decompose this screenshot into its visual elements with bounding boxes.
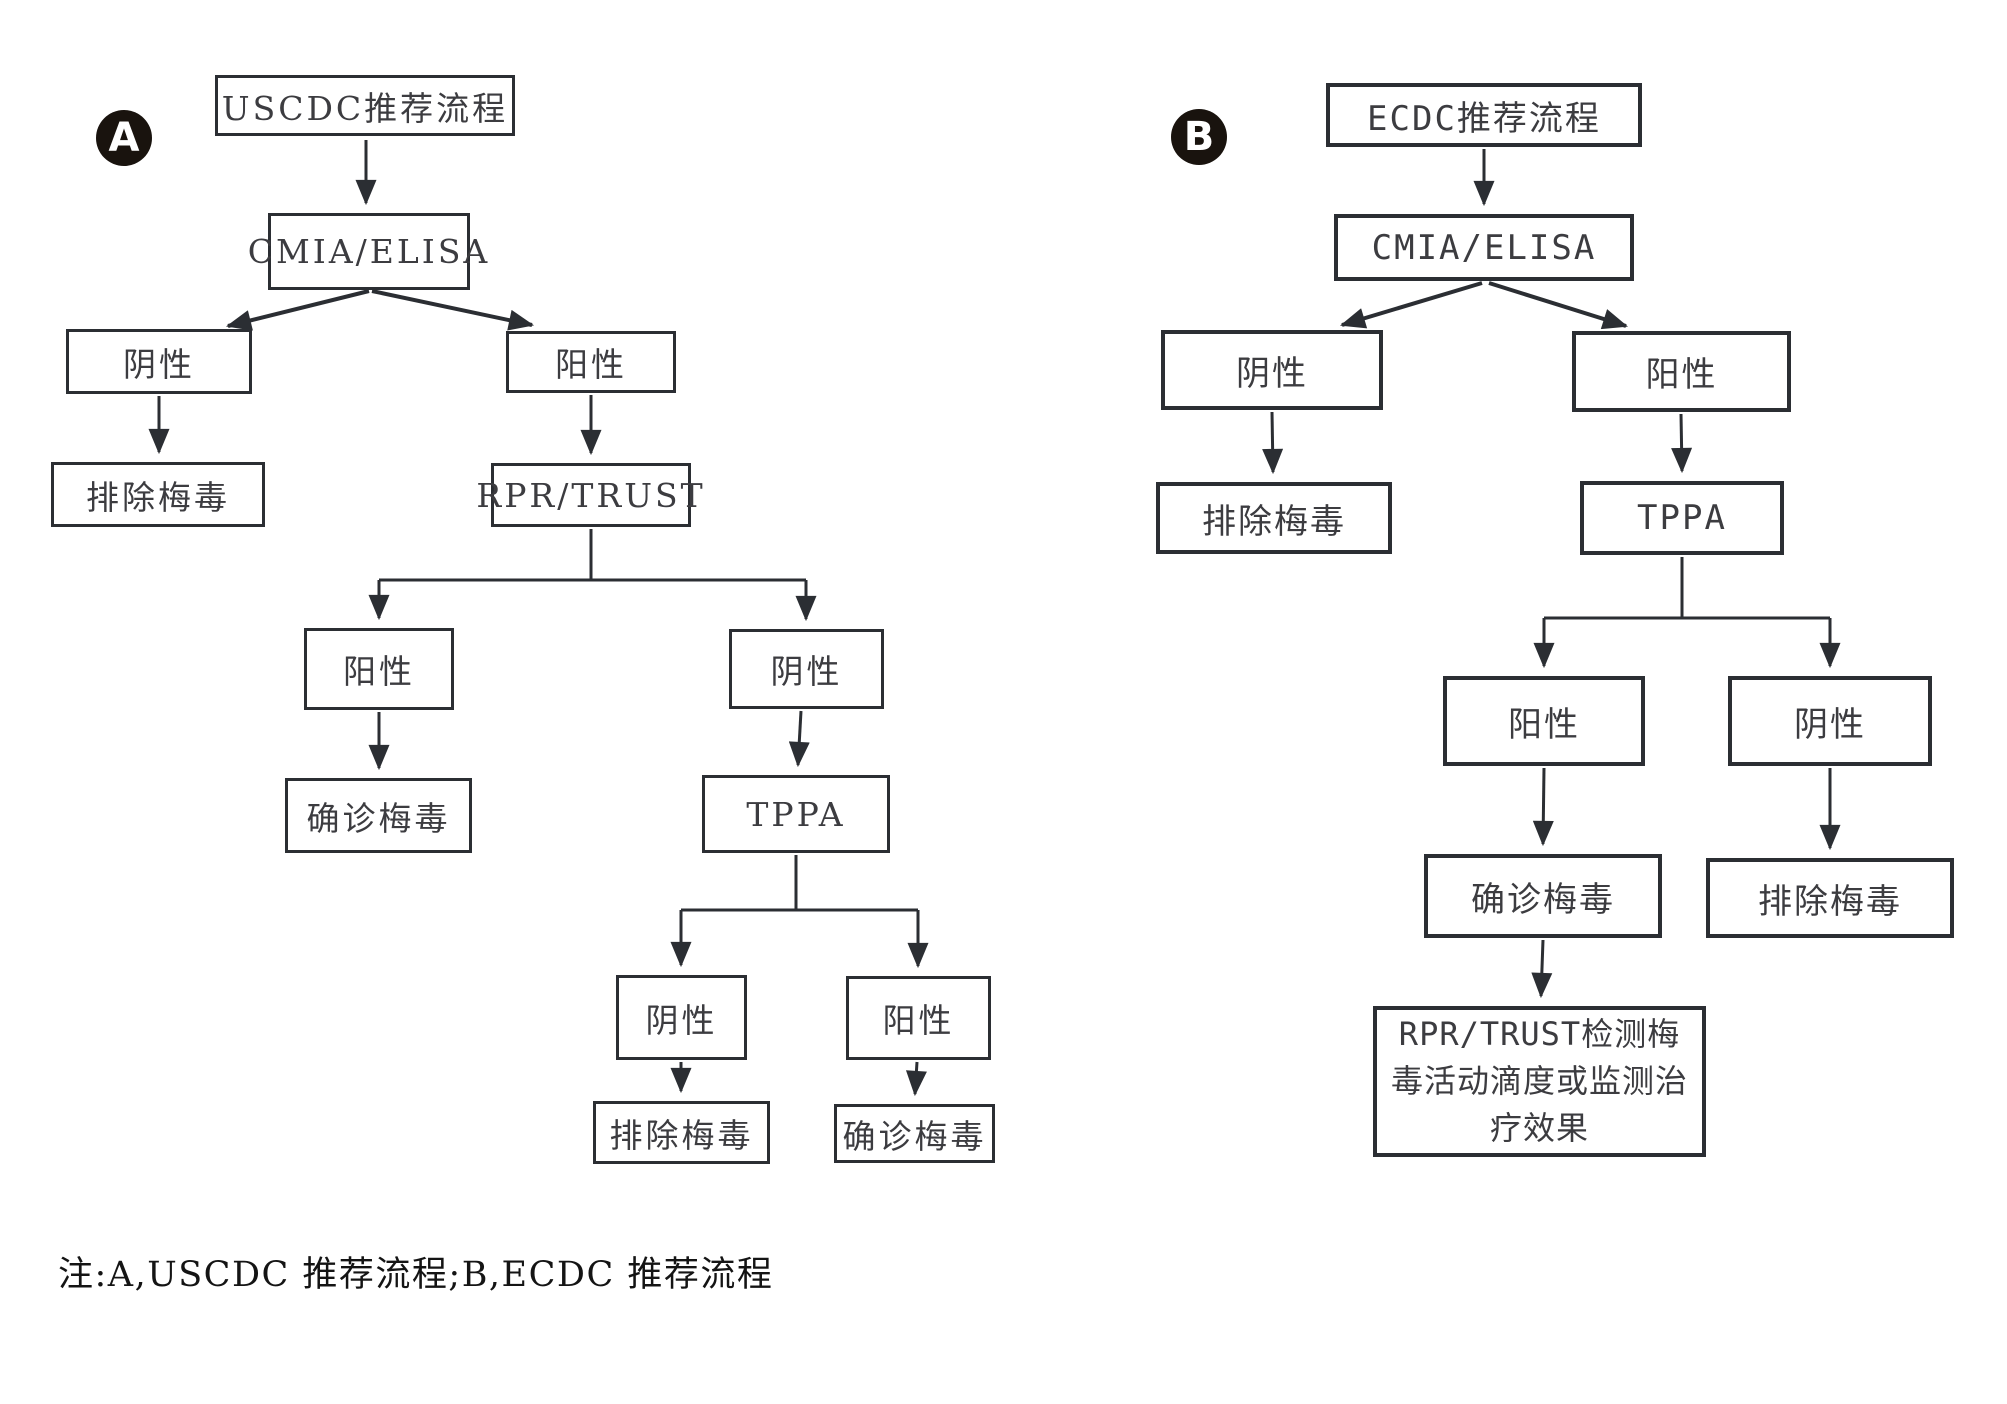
node-a-positive-2: 阳性: [304, 628, 454, 710]
node-b-rpr-monitoring: RPR/TRUST检测梅毒活动滴度或监测治疗效果: [1373, 1006, 1706, 1157]
node-a-confirm-1: 确诊梅毒: [285, 778, 472, 853]
edge-b-positive-tppa: [1671, 413, 1693, 474]
edge-b-positive-confirm: [1532, 767, 1554, 847]
node-b-negative-1: 阴性: [1161, 330, 1383, 410]
node-b-tppa: TPPA: [1580, 481, 1784, 555]
panel-a-badge: A: [96, 110, 152, 166]
edge-b-negative-exclude: [1262, 411, 1284, 475]
node-b-confirm: 确诊梅毒: [1424, 854, 1662, 938]
node-b-negative-2: 阴性: [1728, 676, 1932, 766]
node-a-confirm-2: 确诊梅毒: [834, 1104, 995, 1163]
figure-note: 注:A,USCDC 推荐流程;B,ECDC 推荐流程: [58, 1255, 774, 1295]
node-a-negative-3: 阴性: [616, 975, 747, 1060]
edge-a-cmia-positive: [371, 289, 535, 331]
edge-b-tppa-split: [1544, 557, 1830, 620]
node-b-ecdc-root: ECDC推荐流程: [1326, 83, 1642, 147]
node-a-negative-1: 阴性: [66, 329, 252, 394]
node-a-exclude-1: 排除梅毒: [51, 462, 265, 527]
node-a-negative-2: 阴性: [729, 629, 884, 709]
node-a-tppa: TPPA: [702, 775, 890, 853]
node-b-positive-2: 阳性: [1443, 676, 1645, 766]
node-b-cmia-elisa: CMIA/ELISA: [1334, 214, 1634, 281]
edge-a-cmia-negative: [225, 289, 370, 331]
node-a-uscdc-root: USCDC推荐流程: [215, 75, 515, 136]
node-b-exclude-2: 排除梅毒: [1706, 858, 1954, 938]
node-a-exclude-2: 排除梅毒: [593, 1101, 770, 1164]
edge-a-negative-tppa: [788, 710, 810, 768]
edge-a-positive-confirm-2: [905, 1061, 927, 1097]
node-a-positive-3: 阳性: [846, 976, 991, 1060]
edge-b-cmia-positive: [1488, 281, 1629, 330]
node-a-cmia-elisa: CMIA/ELISA: [248, 213, 487, 290]
node-a-rpr-trust: RPR/TRUST: [476, 463, 703, 527]
node-b-exclude-1: 排除梅毒: [1156, 482, 1392, 554]
edge-a-rpr-split: [379, 529, 806, 582]
edge-b-confirm-final: [1531, 939, 1553, 999]
panel-b-badge: B: [1171, 109, 1227, 165]
node-b-positive-1: 阳性: [1572, 331, 1791, 412]
node-a-positive-1: 阳性: [506, 331, 676, 393]
edge-a-tppa-split: [681, 855, 918, 912]
edge-b-cmia-negative: [1339, 281, 1483, 329]
